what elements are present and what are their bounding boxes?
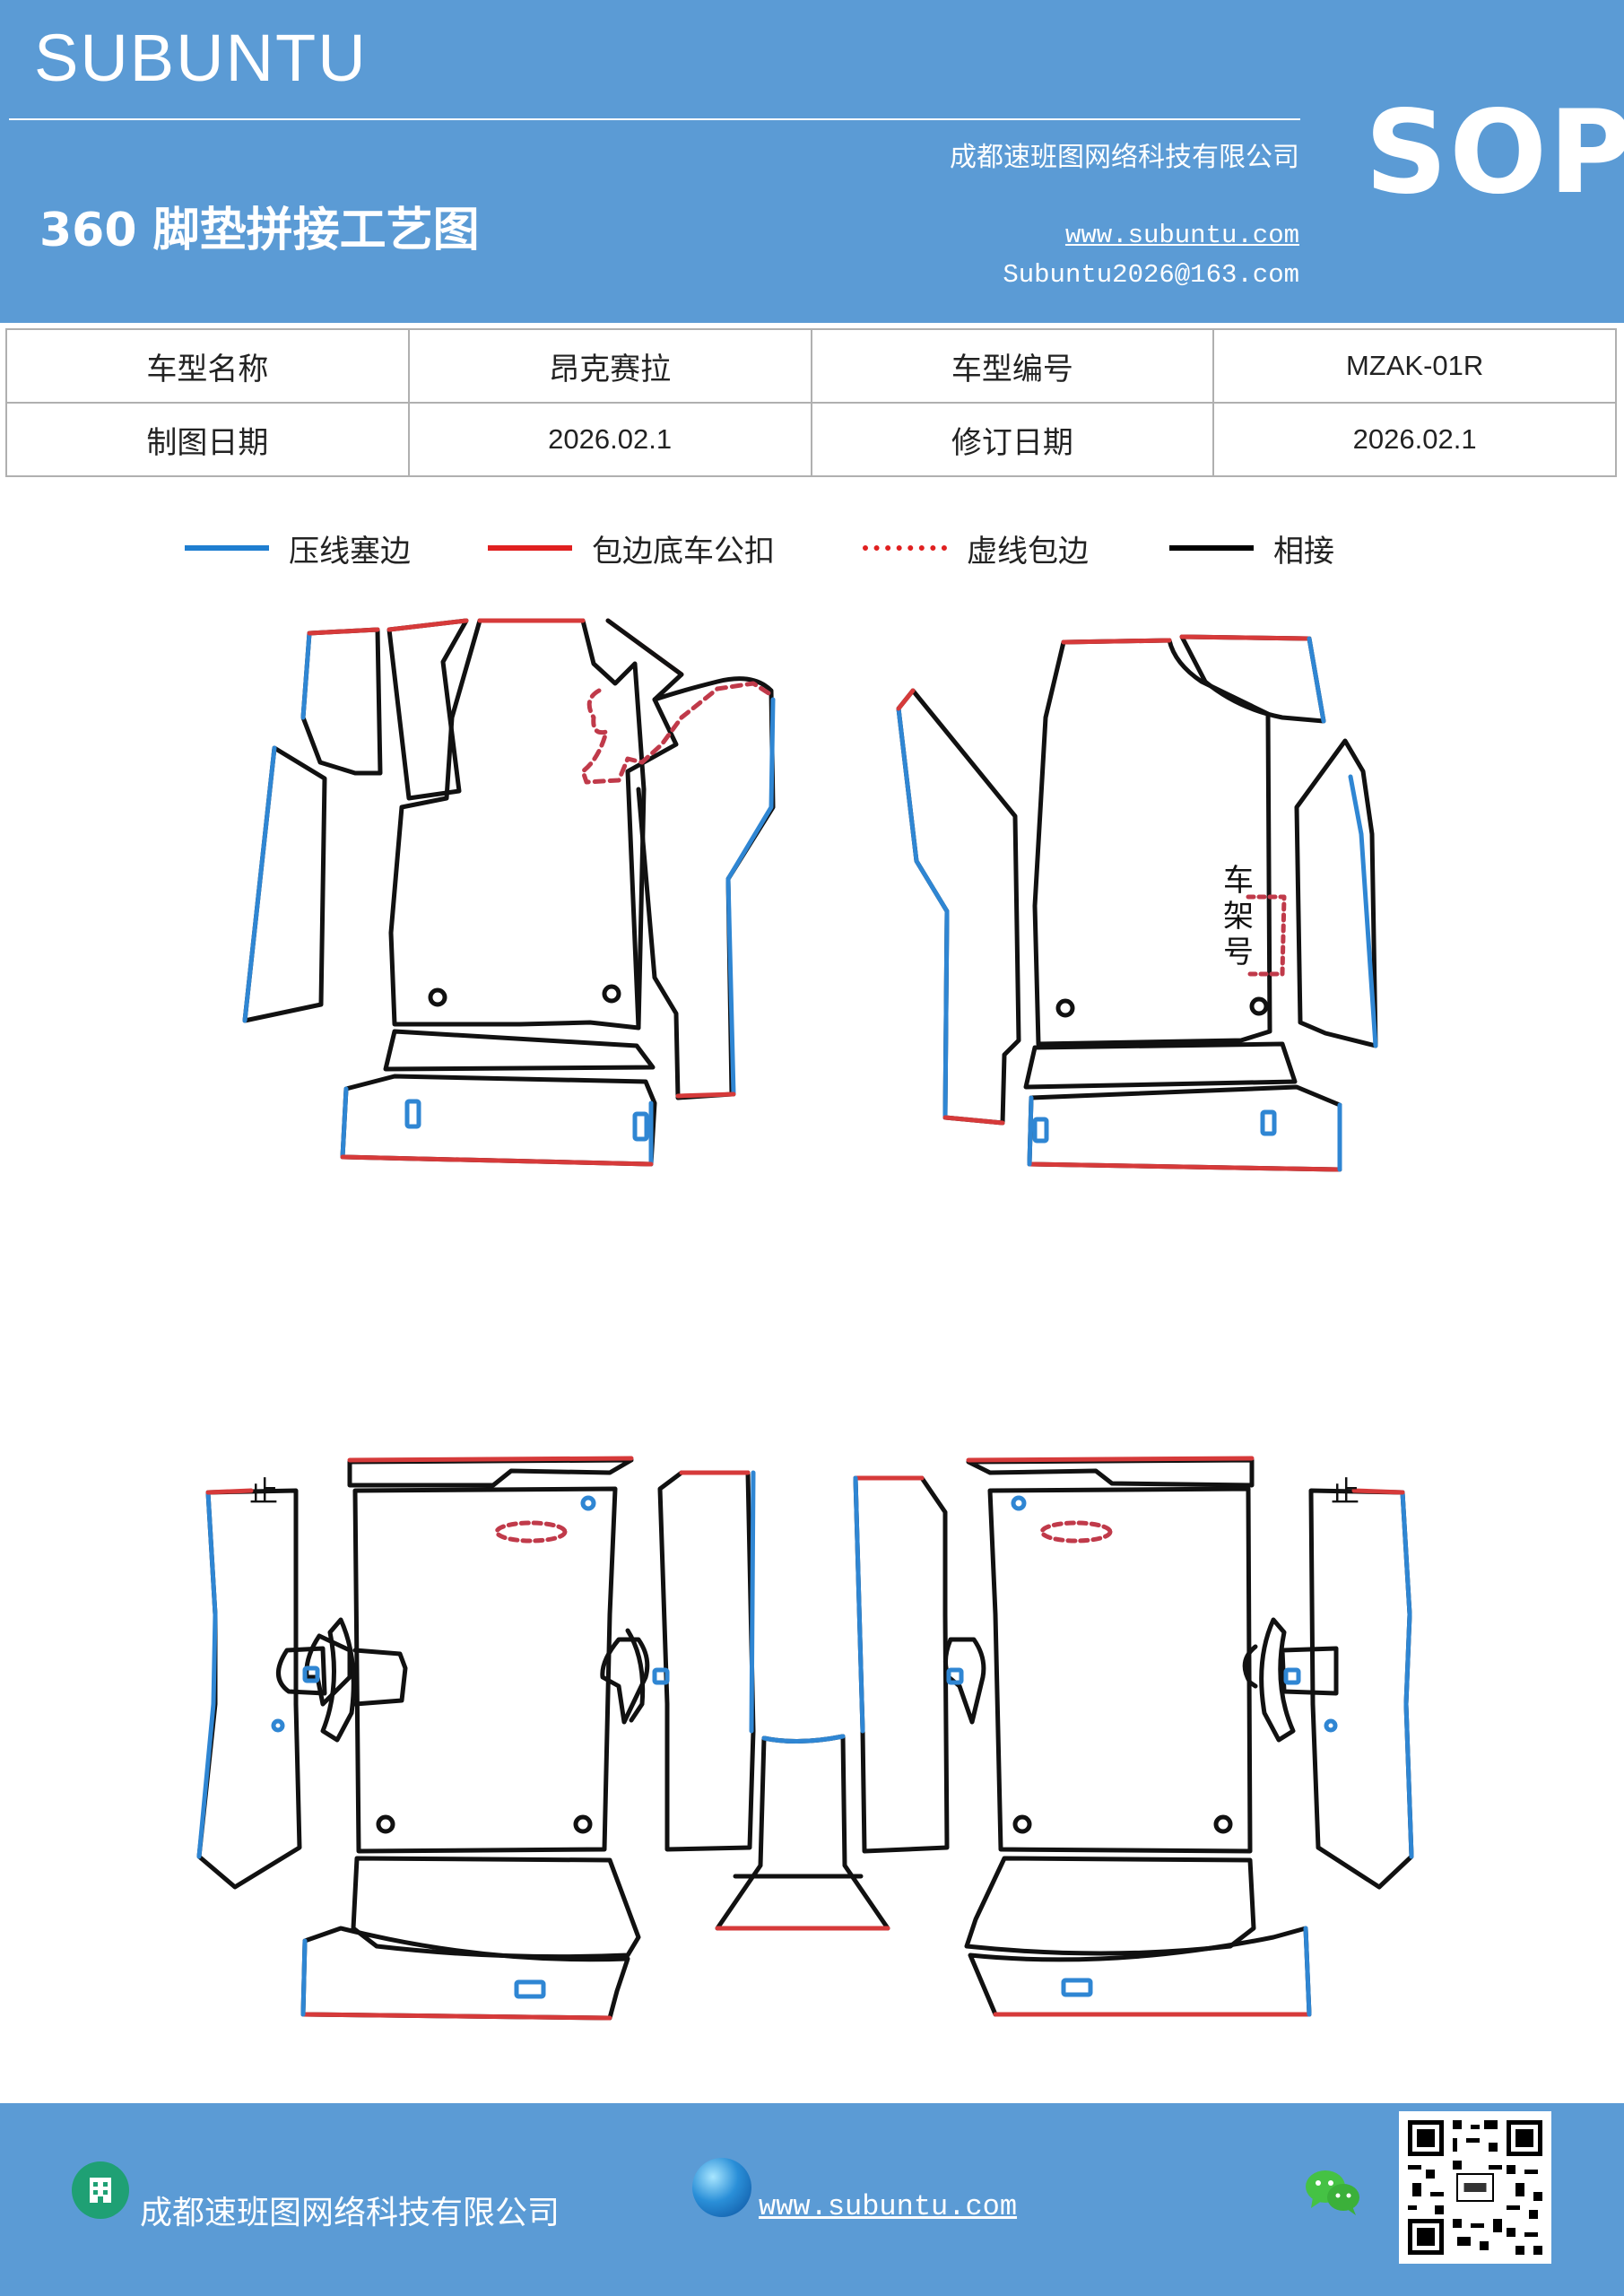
stop-mark-right: 止 <box>1331 1474 1360 1509</box>
header-company: 成都速班图网络科技有限公司 <box>950 142 1299 173</box>
revision-date-value: 2026.02.1 <box>1212 402 1617 477</box>
building-icon-glyph <box>90 2178 111 2203</box>
table-row: 车型名称 昂克赛拉 车型编号 MZAK-01R <box>5 328 1617 404</box>
brand-name: SUBUNTU <box>34 21 368 95</box>
vehicle-info-table: 车型名称 昂克赛拉 车型编号 MZAK-01R 制图日期 2026.02.1 修… <box>5 328 1617 477</box>
legend-swatch <box>185 545 269 551</box>
qr-code-pattern <box>1399 2111 1551 2264</box>
globe-icon <box>692 2158 751 2217</box>
revision-date-label: 修订日期 <box>810 402 1215 477</box>
header-email: Subuntu2026@163.com <box>1003 260 1299 290</box>
header-banner <box>0 0 1624 323</box>
legend-item-pressed: 压线塞边 <box>185 526 411 570</box>
legend-swatch <box>863 545 947 551</box>
front-left-mat <box>242 618 776 1167</box>
legend-item-dotted: 虚线包边 <box>863 526 1089 570</box>
header-website-link[interactable]: www.subuntu.com <box>1064 221 1299 250</box>
stop-mark-left: 止 <box>249 1474 279 1509</box>
model-code-label: 车型编号 <box>810 328 1215 404</box>
building-icon <box>72 2161 129 2219</box>
wechat-icon[interactable] <box>1302 2165 1365 2222</box>
front-right-mat <box>896 634 1378 1172</box>
sop-badge: SOP <box>1365 86 1624 220</box>
legend-label: 包边底车公扣 <box>592 533 775 570</box>
wechat-icon-glyph <box>1306 2170 1359 2215</box>
qr-code <box>1399 2111 1551 2264</box>
model-name-value: 昂克赛拉 <box>407 328 812 404</box>
legend-label: 相接 <box>1273 533 1334 570</box>
legend-item-joined: 相接 <box>1169 526 1334 570</box>
rear-right-mat <box>853 1456 1414 2017</box>
center-tunnel-mat <box>715 1734 890 1931</box>
legend-swatch <box>1169 545 1254 551</box>
footer-company: 成都速班图网络科技有限公司 <box>140 2195 560 2231</box>
rear-left-mat <box>196 1456 756 2021</box>
page-title: 360 脚垫拼接工艺图 <box>39 204 480 257</box>
legend-label: 虚线包边 <box>967 533 1089 570</box>
legend-item-wrapped: 包边底车公扣 <box>488 526 775 570</box>
legend-label: 压线塞边 <box>289 533 411 570</box>
model-name-label: 车型名称 <box>5 328 410 404</box>
footer-website-link[interactable]: www.subuntu.com <box>759 2190 1018 2223</box>
header-divider <box>9 118 1300 120</box>
table-row: 制图日期 2026.02.1 修订日期 2026.02.1 <box>5 402 1617 477</box>
drawing-date-label: 制图日期 <box>5 402 410 477</box>
model-code-value: MZAK-01R <box>1212 328 1617 404</box>
frame-number-label: 车架号 <box>1223 863 1254 970</box>
legend-swatch <box>488 545 572 551</box>
drawing-date-value: 2026.02.1 <box>407 402 812 477</box>
